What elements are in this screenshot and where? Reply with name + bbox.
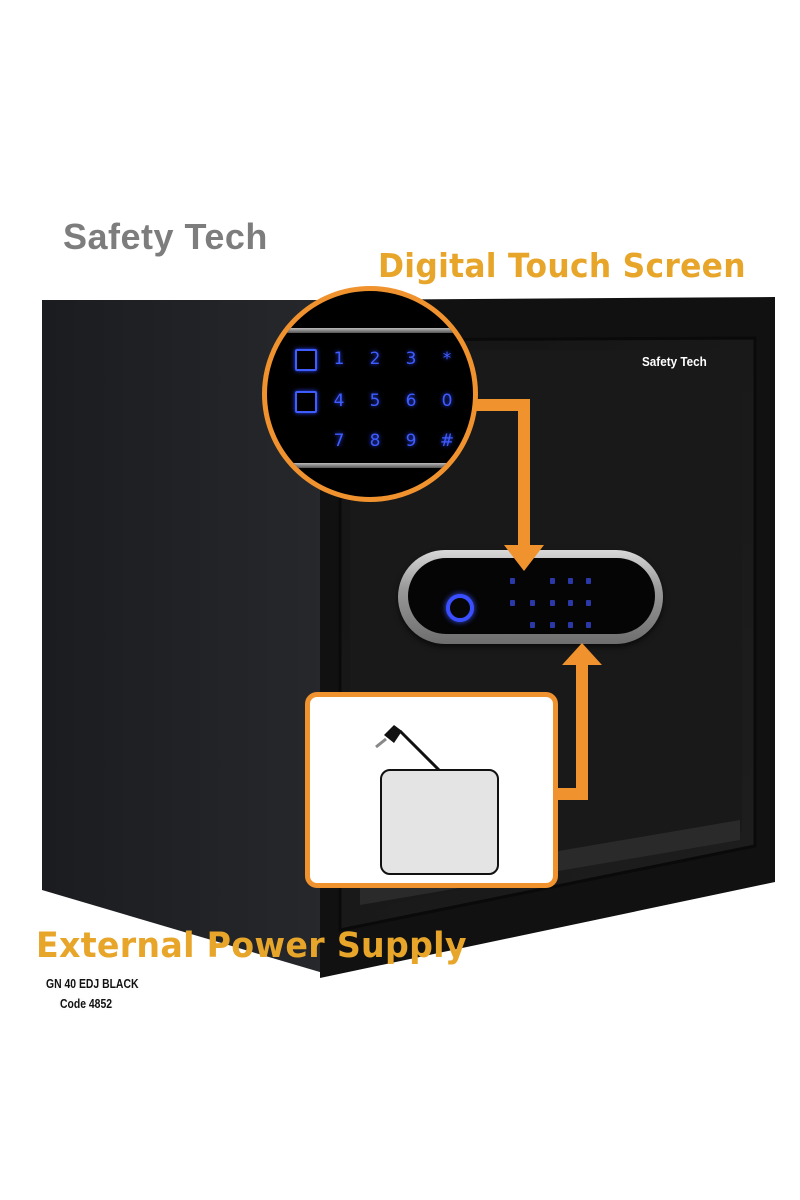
key-8[interactable]: 8 — [369, 431, 381, 451]
key-9[interactable]: 9 — [405, 431, 417, 451]
unlock-icon[interactable] — [295, 349, 317, 371]
keypad-zoom-callout: 1 2 3 * 4 5 6 0 7 8 9 # — [262, 286, 478, 502]
keypad-rail-top — [267, 328, 473, 333]
lock-module — [398, 550, 663, 644]
key-6[interactable]: 6 — [405, 391, 417, 411]
key-4[interactable]: 4 — [333, 391, 345, 411]
key-0[interactable]: 0 — [441, 391, 453, 411]
key-hash[interactable]: # — [439, 431, 455, 451]
keypad-rail-bottom — [267, 463, 473, 468]
connector-line-bottom-v — [576, 660, 588, 800]
door-brand-logo: Safety Tech — [642, 354, 707, 369]
power-supply-label: External Power Supply — [36, 926, 467, 966]
key-1[interactable]: 1 — [333, 349, 345, 369]
lock-module-panel — [408, 558, 655, 634]
key-star[interactable]: * — [442, 349, 452, 369]
connector-line-top-v — [518, 399, 530, 549]
power-jack-icon — [375, 725, 442, 773]
power-supply-callout — [305, 692, 558, 888]
key-7[interactable]: 7 — [333, 431, 345, 451]
touch-keypad: 1 2 3 * 4 5 6 0 7 8 9 # — [291, 345, 461, 455]
arrow-down-icon — [504, 545, 544, 571]
connector-line-top-h — [466, 399, 530, 411]
battery-pack-icon — [380, 769, 499, 875]
model-number: GN 40 EDJ BLACK — [46, 976, 139, 991]
arrow-up-icon — [562, 643, 602, 665]
brand-heading: Safety Tech — [63, 216, 268, 257]
key-3[interactable]: 3 — [405, 349, 417, 369]
key-2[interactable]: 2 — [369, 349, 381, 369]
lock-icon[interactable] — [295, 391, 317, 413]
touch-screen-label: Digital Touch Screen — [378, 246, 746, 285]
key-5[interactable]: 5 — [369, 391, 381, 411]
product-code: Code 4852 — [60, 996, 113, 1011]
fingerprint-sensor-icon[interactable] — [446, 594, 474, 622]
mini-keypad — [508, 570, 628, 640]
